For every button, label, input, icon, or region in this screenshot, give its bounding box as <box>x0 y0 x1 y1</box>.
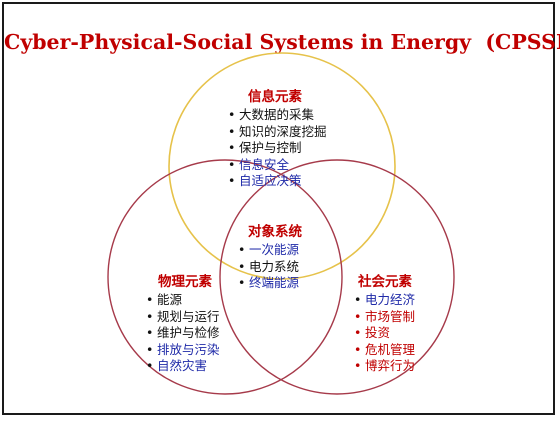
slide-frame: Cyber-Physical-Social Systems in Energy … <box>2 2 560 415</box>
physical-elements-group: 物理元素 能源 规划与运行 维护与检修 排放与污染 自然灾害 <box>146 273 220 375</box>
info-item-list: 大数据的采集 知识的深度挖掘 保护与控制 信息安全 自适应决策 <box>228 107 327 190</box>
social-circle <box>219 159 455 395</box>
social-item: 危机管理 <box>354 342 415 359</box>
social-item: 投资 <box>354 325 415 342</box>
social-item: 电力经济 <box>354 292 415 309</box>
object-item: 终端能源 <box>238 275 302 292</box>
physical-item: 维护与检修 <box>146 325 220 342</box>
social-item-list: 电力经济 市场管制 投资 危机管理 博弈行为 <box>354 292 415 375</box>
social-item: 市场管制 <box>354 309 415 326</box>
social-item: 博弈行为 <box>354 358 415 375</box>
social-heading: 社会元素 <box>358 274 412 290</box>
info-item: 自适应决策 <box>228 173 327 190</box>
info-item: 保护与控制 <box>228 140 327 157</box>
diagram-title: Cyber-Physical-Social Systems in Energy … <box>4 30 560 54</box>
info-item: 信息安全 <box>228 157 327 174</box>
physical-heading: 物理元素 <box>158 274 212 290</box>
physical-item: 能源 <box>146 292 220 309</box>
object-heading: 对象系统 <box>248 224 302 240</box>
physical-item: 规划与运行 <box>146 309 220 326</box>
physical-item: 排放与污染 <box>146 342 220 359</box>
physical-circle <box>107 159 343 395</box>
info-elements-group: 信息元素 大数据的采集 知识的深度挖掘 保护与控制 信息安全 自适应决策 <box>228 88 327 190</box>
social-elements-group: 社会元素 电力经济 市场管制 投资 危机管理 博弈行为 <box>354 273 415 375</box>
object-item-list: 一次能源 电力系统 终端能源 <box>238 242 302 292</box>
venn-diagram <box>107 52 455 395</box>
info-heading: 信息元素 <box>248 89 302 105</box>
physical-item-list: 能源 规划与运行 维护与检修 排放与污染 自然灾害 <box>146 292 220 375</box>
info-item: 知识的深度挖掘 <box>228 124 327 141</box>
physical-item: 自然灾害 <box>146 358 220 375</box>
object-item: 一次能源 <box>238 242 302 259</box>
info-item: 大数据的采集 <box>228 107 327 124</box>
object-item: 电力系统 <box>238 259 302 276</box>
object-system-group: 对象系统 一次能源 电力系统 终端能源 <box>238 223 302 292</box>
